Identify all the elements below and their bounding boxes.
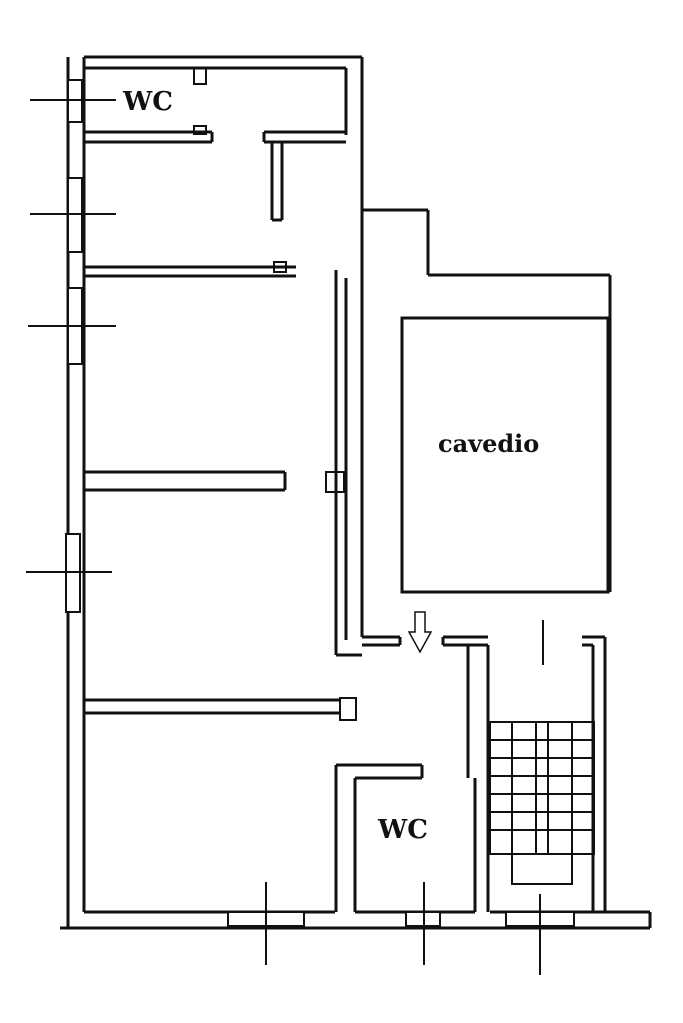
window-south-3 <box>505 894 575 975</box>
window-west-3 <box>28 287 116 365</box>
courtyard-label: cavedio <box>438 429 539 458</box>
partition-room-2 <box>84 261 296 278</box>
corridor-partition-upper <box>262 130 346 222</box>
window-south-2 <box>405 882 441 965</box>
wc-top-room <box>84 67 214 144</box>
outer-wall-east-upper <box>334 57 364 655</box>
courtyard-walls <box>362 208 612 594</box>
partition-room-4 <box>84 697 357 721</box>
partition-room-3 <box>84 470 345 493</box>
window-west-4 <box>26 533 112 613</box>
wc-bottom-label: WC <box>377 815 428 845</box>
window-west-2 <box>30 177 116 253</box>
window-west-1 <box>30 79 116 123</box>
entrance-arrow-icon <box>407 611 433 654</box>
stair-walls <box>542 620 607 912</box>
wc-top-label: WC <box>122 87 173 117</box>
window-south-1 <box>227 882 305 965</box>
staircase <box>489 721 595 885</box>
corridor-lower-walls <box>336 635 488 657</box>
wc-bottom-room <box>334 645 490 912</box>
outer-wall-north <box>84 55 362 70</box>
